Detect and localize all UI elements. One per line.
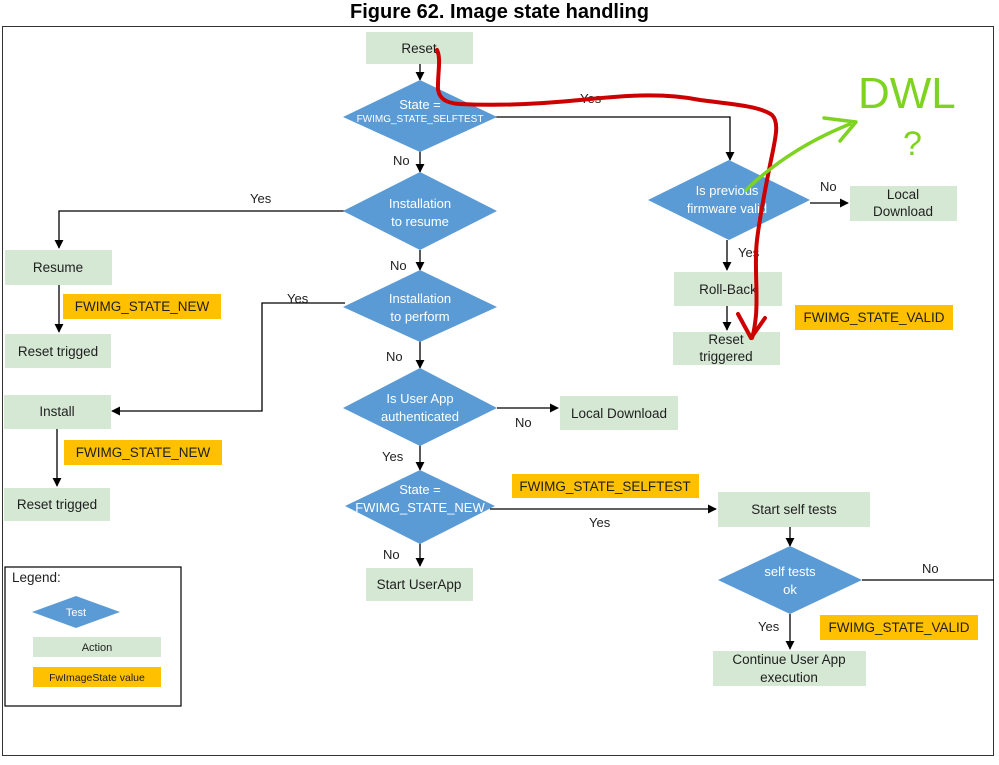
svg-text:Reset: Reset [401, 41, 437, 56]
action-local-download-1: Local Download [850, 186, 957, 221]
label-new-no: No [383, 547, 400, 562]
state-new-line1: State = [399, 482, 441, 497]
connectors [52, 64, 994, 650]
action-reset-trigged-1: Reset trigged [5, 334, 111, 368]
label-resume-yes: Yes [250, 191, 272, 206]
diamond-self-tests-ok: self tests ok [718, 546, 862, 614]
svg-text:FWIMG_STATE_SELFTEST: FWIMG_STATE_SELFTEST [519, 479, 690, 494]
edge-selftest-yes [494, 116, 735, 161]
svg-text:Resume: Resume [33, 260, 83, 275]
svg-text:Start self tests: Start self tests [751, 502, 837, 517]
svg-text:Continue User App: Continue User App [732, 652, 845, 667]
action-resume: Resume [5, 250, 112, 285]
state-new-line2: FWIMG_STATE_NEW [355, 500, 485, 515]
handwritten-dwl-note: DWL ? [858, 69, 956, 163]
label-resume-no: No [390, 258, 407, 273]
diamond-is-user-app-authenticated: Is User App authenticated [343, 368, 497, 446]
action-reset-trigged-2: Reset trigged [4, 488, 110, 521]
svg-text:Download: Download [873, 204, 933, 219]
svg-text:Reset: Reset [708, 332, 744, 347]
label-new-yes: Yes [589, 515, 611, 530]
diamond-installation-to-resume: Installation to resume [343, 172, 497, 250]
action-local-download-2: Local Download [560, 396, 678, 430]
svg-text:Reset trigged: Reset trigged [18, 344, 98, 359]
selftests-line1: self tests [764, 564, 816, 579]
state-resume-new: FWIMG_STATE_NEW [63, 294, 221, 319]
svg-text:Install: Install [39, 404, 74, 419]
svg-text:triggered: triggered [699, 349, 752, 364]
edge-perform-yes [111, 302, 345, 416]
label-selftests-no: No [922, 561, 939, 576]
state-selftest-line1: State = [399, 97, 441, 112]
legend-action-box [33, 637, 161, 657]
resume-line2: to resume [391, 214, 449, 229]
svg-text:execution: execution [760, 670, 818, 685]
legend-test-label: Test [66, 607, 86, 619]
svg-text:Local: Local [887, 187, 919, 202]
action-continue-user-app: Continue User App execution [713, 651, 866, 686]
svg-text:Roll-Back: Roll-Back [699, 282, 757, 297]
svg-text:FWIMG_STATE_VALID: FWIMG_STATE_VALID [803, 310, 944, 325]
resume-line1: Installation [389, 196, 451, 211]
diamond-installation-to-perform: Installation to perform [343, 270, 497, 342]
svg-text:Start UserApp: Start UserApp [377, 577, 462, 592]
svg-text:FWIMG_STATE_VALID: FWIMG_STATE_VALID [828, 620, 969, 635]
legend-state-box [33, 667, 161, 687]
legend-test-diamond [32, 596, 120, 628]
label-perform-yes: Yes [287, 291, 309, 306]
label-selftests-yes: Yes [758, 619, 780, 634]
perform-line2: to perform [390, 309, 449, 324]
action-roll-back: Roll-Back [674, 272, 782, 306]
state-selftest-line2: FWIMG_STATE_SELFTEST [357, 114, 484, 125]
label-auth-no: No [515, 415, 532, 430]
action-reset-triggered: Reset triggered [673, 332, 780, 365]
selftests-line2: ok [783, 582, 797, 597]
edge-labels: Yes No Yes No Yes No No Yes Yes No No Ye… [250, 91, 939, 634]
handwritten-dwl: DWL [858, 69, 956, 118]
state-install-new: FWIMG_STATE_NEW [64, 440, 222, 465]
edge-resume-yes [54, 210, 345, 249]
legend-action-label: Action [82, 642, 113, 654]
label-perform-no: No [386, 349, 403, 364]
label-selftest-no: No [393, 153, 410, 168]
label-auth-yes: Yes [382, 449, 404, 464]
handwritten-question: ? [903, 125, 922, 163]
perform-line1: Installation [389, 291, 451, 306]
label-prev-no: No [820, 179, 837, 194]
diagram-frame [2, 26, 994, 756]
legend: Legend: Test Action FwImageState value [4, 566, 182, 707]
action-install: Install [4, 395, 111, 429]
auth-line1: Is User App [386, 391, 453, 406]
diamond-state-new: State = FWIMG_STATE_NEW [345, 470, 495, 544]
prev-line2: firmware valid [687, 201, 767, 216]
auth-line2: authenticated [381, 409, 459, 424]
legend-state-label: FwImageState value [49, 672, 145, 684]
svg-text:FWIMG_STATE_NEW: FWIMG_STATE_NEW [75, 299, 210, 314]
state-selftest: FWIMG_STATE_SELFTEST [512, 474, 699, 498]
diamond-is-previous-firmware-valid: Is previous firmware valid [648, 160, 810, 240]
state-rollback-valid: FWIMG_STATE_VALID [795, 305, 953, 330]
figure-title: Figure 62. Image state handling [350, 1, 649, 23]
prev-line1: Is previous [696, 183, 759, 198]
action-start-self-tests: Start self tests [718, 492, 870, 527]
action-start-userapp: Start UserApp [366, 568, 473, 601]
state-continue-valid: FWIMG_STATE_VALID [820, 615, 978, 640]
svg-text:Local Download: Local Download [571, 406, 667, 421]
diamond-state-selftest: State = FWIMG_STATE_SELFTEST [343, 80, 497, 152]
svg-text:FWIMG_STATE_NEW: FWIMG_STATE_NEW [76, 445, 211, 460]
legend-title: Legend: [12, 570, 61, 585]
action-reset: Reset [366, 32, 473, 64]
svg-text:Reset trigged: Reset trigged [17, 497, 97, 512]
red-handwritten-path [435, 48, 779, 340]
green-handwritten-arrow [744, 116, 858, 192]
